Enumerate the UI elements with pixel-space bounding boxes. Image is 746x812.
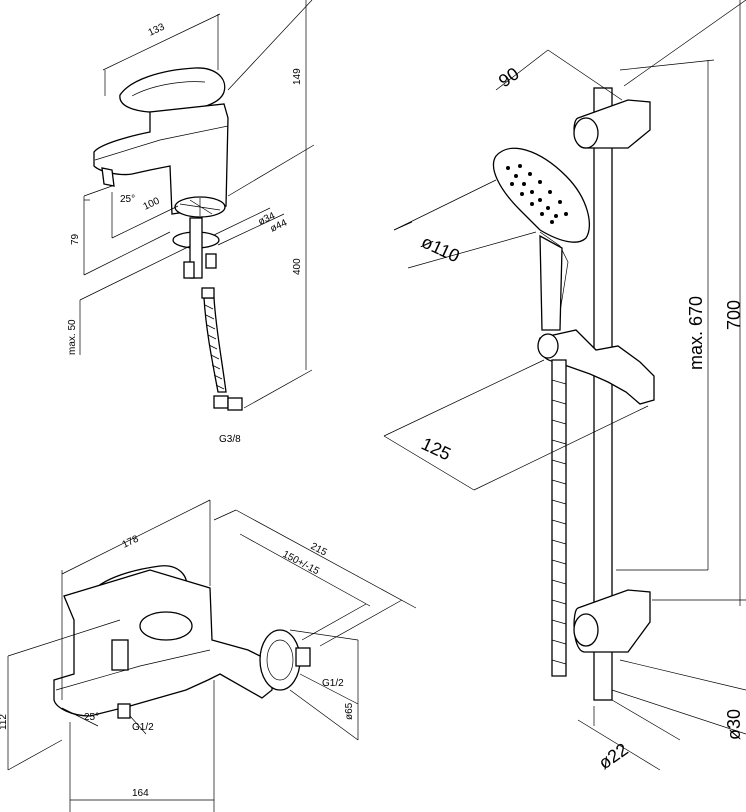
label-bath-height: 112 [0,714,9,730]
label-outlet-thread: G1/2 [132,722,154,733]
shower-head-nozzles [506,164,568,224]
basin-mixer-lever [119,67,226,114]
label-inlet-thread: G1/2 [322,678,344,689]
label-max-deck: max. 50 [67,319,78,355]
shower-set: 90 ø110 125 max. 670 700 ø22 ø30 [383,0,746,773]
bath-mixer-body [53,569,273,717]
shower-hose [551,359,567,677]
label-escutcheon: ø65 [344,702,355,720]
basin-mixer: 133 149 100 25° 79 ø34 ø44 max. 50 400 G… [67,0,315,445]
label-spout-reach: 100 [142,196,162,213]
basin-mixer-aerator [101,167,115,187]
hose-top-crimp [201,287,215,299]
shower-dimension-labels: 90 ø110 125 max. 670 700 ø22 ø30 [418,63,744,773]
hose-fitting-right [205,253,217,269]
label-head-diameter: ø110 [418,231,462,266]
diverter-knob [111,639,129,671]
shower-dimension-lines [383,0,746,771]
label-width: 133 [147,22,167,39]
basin-dimension-lines [79,0,315,409]
label-slide-travel: max. 670 [686,296,706,370]
shower-handle [539,234,563,331]
hose-nut [213,395,229,409]
braided-hose [203,297,227,393]
label-spout-height: 79 [70,233,81,245]
label-hose-length: 400 [292,258,303,275]
spout-outlet [117,703,131,719]
label-spout-angle: 25° [120,194,135,205]
bath-mixer: 178 215 150+/-15 112 25° 164 G1/2 G1/2 ø… [0,499,417,812]
basin-mixer-body [93,103,229,215]
label-rail-length: 700 [724,300,744,330]
label-bath-spout-angle: 25° [84,712,99,723]
escutcheon [259,629,301,691]
shower-head [492,147,590,243]
cartridge-cover [139,611,193,641]
label-wall-offset: 90 [495,63,523,91]
hose-fitting-left [183,261,195,279]
label-rail-diameter: ø22 [595,739,632,773]
label-height: 149 [292,68,303,85]
label-hose-thread: G3/8 [219,434,241,445]
label-bath-depth: 215 [309,541,329,559]
inlet-fitting [295,647,311,667]
bath-dimension-lines [7,499,417,812]
label-bath-spout-reach: 164 [132,788,149,799]
shower-rail [593,87,613,701]
label-bracket-diameter: ø30 [724,709,744,740]
hose-nut-2 [227,397,243,411]
